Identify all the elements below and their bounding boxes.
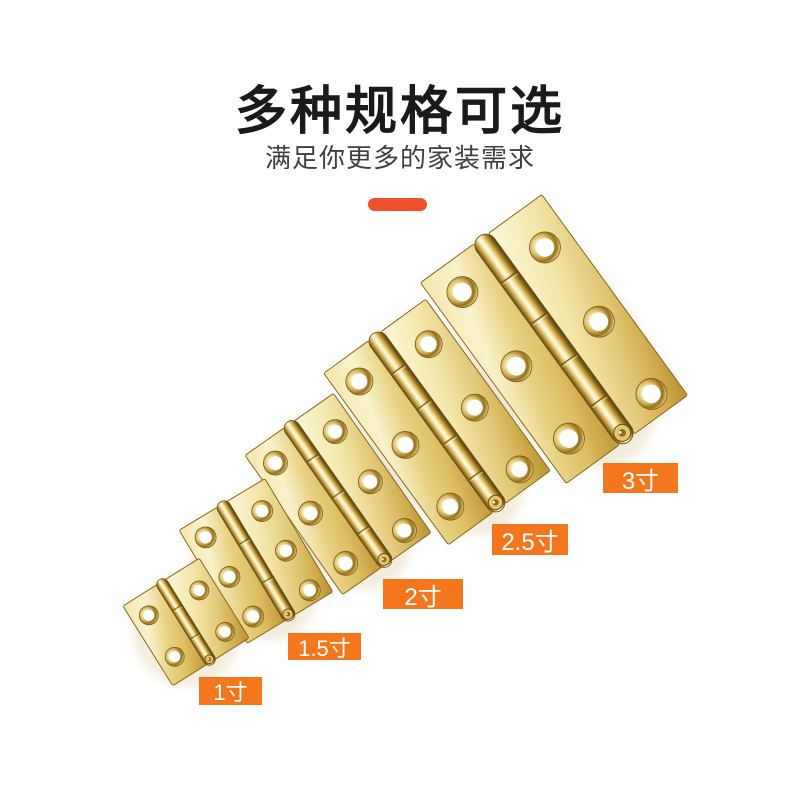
hinge-knuckle [368,331,506,513]
size-badge-1point5-inch: 1.5寸 [288,633,361,661]
hinge-knuckle [156,578,216,666]
hinge-pin-end [282,608,294,620]
screw-holes [446,231,668,455]
size-badge-3-inch: 3寸 [603,463,678,495]
divider-accent-bar [368,198,427,211]
hinge-pin-end [204,654,215,665]
screw-holes [194,500,321,628]
hinge-pin-end [487,494,504,511]
screw-holes [345,330,534,521]
screw-holes [138,580,236,667]
hinge-pin-end [613,423,632,442]
page-subtitle: 满足你更多的家装需求 [264,143,535,173]
hinge-knuckle [216,500,296,622]
size-badge-2point5-inch: 2.5寸 [492,524,568,556]
hinge-pin-end [377,553,391,567]
hinge-1-inch [123,558,249,686]
size-badge-2-inch: 2寸 [383,579,463,611]
size-badge-1-inch: 1寸 [199,677,262,705]
hinge-knuckle [474,233,634,445]
page-title: 多种规格可选 [234,83,565,141]
screw-holes [263,419,417,576]
